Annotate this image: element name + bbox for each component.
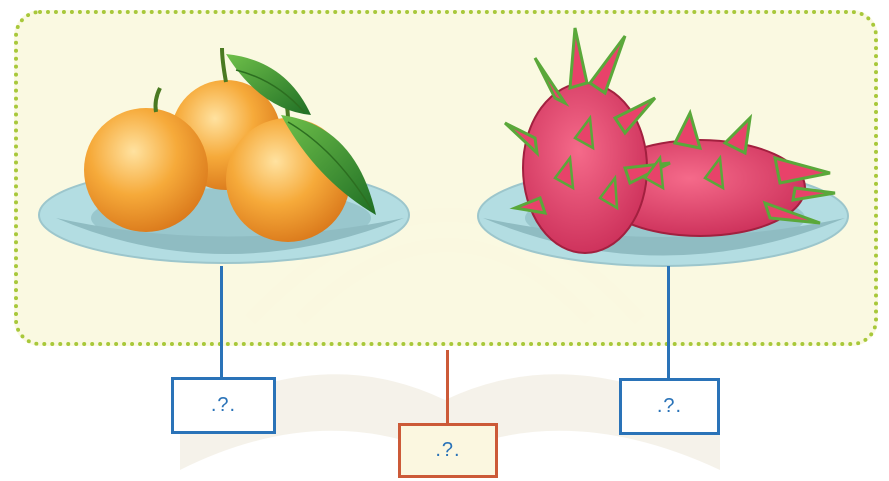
whole-connector-line xyxy=(446,350,449,424)
right-part-answer-box[interactable]: .?. xyxy=(619,378,720,435)
whole-answer-text: .?. xyxy=(435,439,461,461)
oranges-plate-icon xyxy=(38,47,410,264)
dragon-fruit-plate-icon xyxy=(477,27,849,267)
whole-answer-box[interactable]: .?. xyxy=(398,423,498,478)
left-part-answer-text: .?. xyxy=(210,394,237,416)
right-part-answer-text: .?. xyxy=(656,395,683,417)
left-connector-line xyxy=(220,266,223,378)
right-connector-line xyxy=(667,266,670,379)
left-part-answer-box[interactable]: .?. xyxy=(171,377,276,434)
